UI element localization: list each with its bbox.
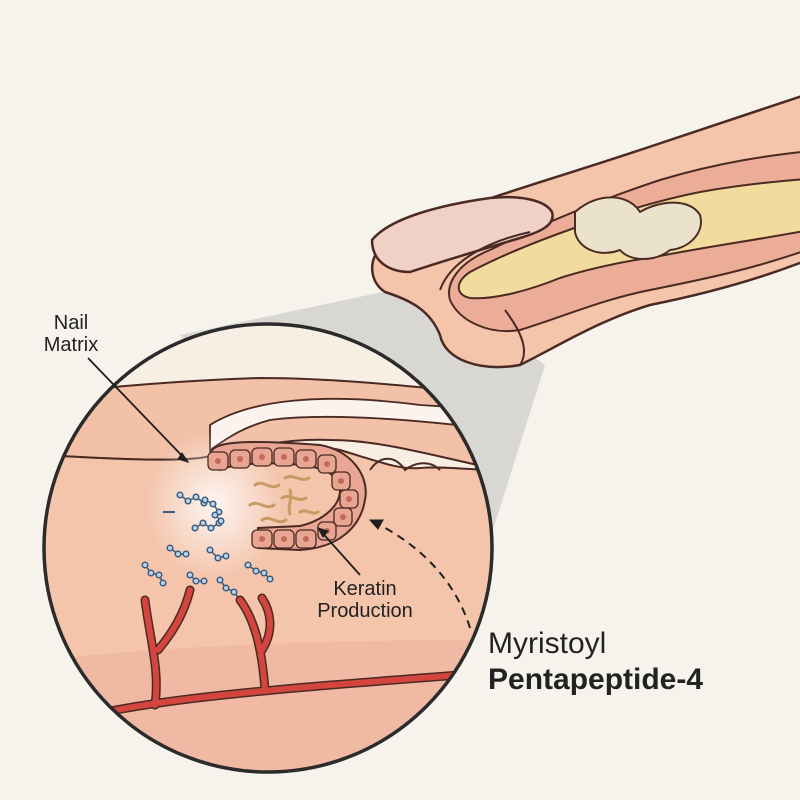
keratin-production-label: Keratin Production <box>300 578 430 623</box>
magnifier-ring <box>42 322 494 774</box>
cuticle-band <box>209 397 492 452</box>
nail-matrix-label: Nail Matrix <box>28 312 114 357</box>
nail-plate <box>370 195 554 274</box>
magnified-view <box>44 324 492 772</box>
compound-label-line1: Myristoyl <box>488 627 607 660</box>
dermis-layer <box>44 640 492 772</box>
nail-bed-line <box>504 309 525 366</box>
nail-matrix-label-line2: Matrix <box>43 334 99 357</box>
eponychium <box>369 457 441 472</box>
keratin-fiber-icon <box>248 475 320 524</box>
compound-label: Myristoyl Pentapeptide-4 <box>488 626 703 698</box>
compound-label-line2: Pentapeptide-4 <box>488 663 704 696</box>
nail-cuticle <box>439 231 531 291</box>
peptide-molecule-icon <box>141 491 274 604</box>
keratin-label-line2: Production <box>317 600 413 623</box>
fingertip <box>370 95 800 369</box>
keratin-label-line1: Keratin <box>333 578 397 600</box>
peptide-pointer <box>373 521 471 629</box>
callouts <box>87 357 471 629</box>
keratin-pointer <box>317 527 361 576</box>
nail-matrix-pointer <box>87 357 189 463</box>
nail-matrix-label-line1: Nail <box>53 312 89 334</box>
bone-joint <box>574 196 702 260</box>
